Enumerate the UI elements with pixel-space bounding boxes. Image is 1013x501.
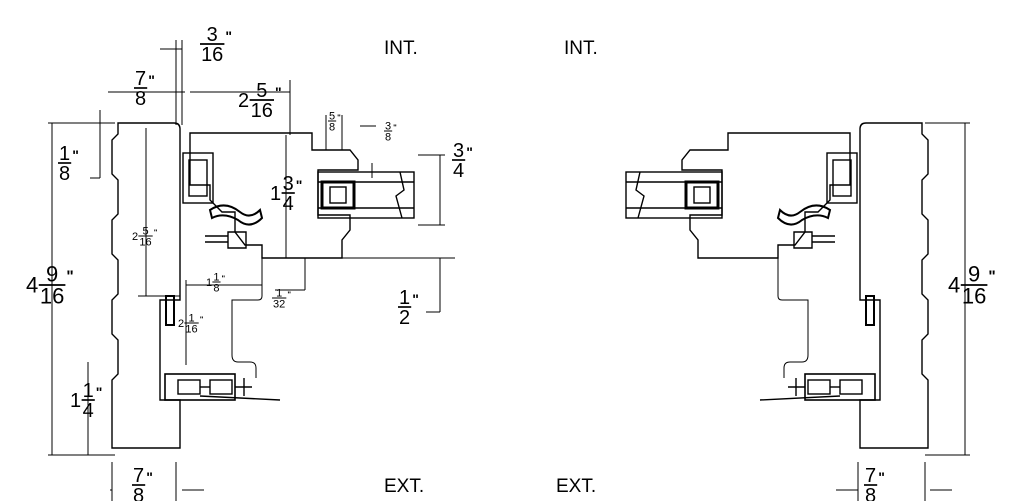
dimension-numerator: 1 bbox=[213, 271, 219, 283]
dimension-unit: " bbox=[393, 122, 397, 131]
dimension-numerator: 5 bbox=[256, 80, 267, 102]
dimension-denominator: 32 bbox=[273, 298, 285, 310]
dimension-gap: 132" bbox=[272, 287, 291, 310]
dimension-numerator: 3 bbox=[283, 173, 294, 195]
exterior-label-right: EXT. bbox=[556, 476, 596, 497]
dimension-unit: " bbox=[287, 289, 291, 298]
dimension-numerator: 3 bbox=[207, 24, 218, 46]
dimension-unit: " bbox=[337, 112, 341, 121]
dimension-denominator: 16 bbox=[185, 323, 197, 335]
interior-label-right: INT. bbox=[564, 38, 598, 59]
view-labels: INT. INT. EXT. EXT. bbox=[384, 38, 598, 497]
dimension-numerator: 1 bbox=[188, 312, 194, 324]
dimension-numerator: 3 bbox=[385, 120, 391, 132]
dimension-unit: " bbox=[146, 469, 153, 485]
dimension-whole: 2 bbox=[132, 231, 138, 243]
dimension-glass-thickness: 34" bbox=[452, 140, 473, 182]
dimension-numerator: 7 bbox=[133, 465, 144, 487]
dimension-whole: 4 bbox=[26, 273, 38, 298]
dimension-numerator: 9 bbox=[968, 262, 980, 287]
dimension-numerator: 3 bbox=[453, 140, 464, 162]
dimension-unit: " bbox=[878, 469, 885, 485]
right-dimension-lines bbox=[836, 122, 970, 501]
dimension-whole: 1 bbox=[70, 390, 81, 412]
dimension-denominator: 16 bbox=[139, 236, 151, 248]
interior-label-left: INT. bbox=[384, 38, 418, 59]
dimension-denominator: 4 bbox=[453, 160, 464, 182]
dimension-numerator: 1 bbox=[399, 287, 410, 309]
dimension-reveal-top: 18" bbox=[58, 143, 79, 185]
dimension-whole: 2 bbox=[238, 90, 249, 112]
dimension-unit: " bbox=[275, 84, 282, 100]
left-detail bbox=[111, 122, 415, 449]
left-wall-jamb bbox=[111, 122, 181, 449]
left-dimension-lines bbox=[48, 40, 455, 501]
left-frame-channel bbox=[182, 152, 214, 204]
dimension-denominator: 8 bbox=[329, 121, 335, 133]
dimension-whole: 4 bbox=[948, 273, 960, 298]
dimension-denominator: 4 bbox=[283, 193, 294, 215]
dimension-jamb-width-top: 78" bbox=[134, 68, 155, 110]
dimension-unit: " bbox=[225, 28, 232, 44]
dimension-unit: " bbox=[72, 147, 79, 163]
dimension-denominator: 16 bbox=[201, 44, 223, 66]
dimension-jamb-width-bottom-right: 78" bbox=[864, 465, 885, 501]
dimension-unit: " bbox=[154, 227, 158, 236]
dimension-numerator: 7 bbox=[135, 68, 146, 90]
dimension-denominator: 8 bbox=[213, 282, 219, 294]
dimension-unit: " bbox=[66, 269, 73, 286]
dimension-denominator: 8 bbox=[135, 88, 146, 110]
dimension-whole: 1 bbox=[270, 183, 281, 205]
dimension-unit: " bbox=[96, 384, 103, 400]
dimension-unit: " bbox=[466, 144, 473, 160]
left-lower-profile bbox=[231, 258, 263, 378]
exterior-label-left: EXT. bbox=[384, 476, 424, 497]
dimension-denominator: 2 bbox=[399, 307, 410, 329]
dimension-small-a: 58" bbox=[328, 110, 341, 133]
dimension-unit: " bbox=[988, 269, 995, 286]
dimension-numerator: 7 bbox=[865, 465, 876, 487]
dimension-unit: " bbox=[296, 177, 303, 193]
dimension-unit: " bbox=[412, 291, 419, 307]
dimension-denominator: 8 bbox=[865, 485, 876, 501]
left-weatherstrip bbox=[208, 204, 264, 226]
dimension-numerator: 5 bbox=[142, 225, 148, 237]
left-glass-break bbox=[395, 171, 405, 219]
dimension-jamb-width-bottom-left: 78" bbox=[132, 465, 153, 501]
dimension-unit: " bbox=[148, 72, 155, 88]
dimension-small-b: 38" bbox=[384, 120, 397, 143]
dimension-denominator: 8 bbox=[133, 485, 144, 501]
dimension-denominator: 8 bbox=[59, 163, 70, 185]
right-detail bbox=[625, 122, 929, 449]
dimension-unit: " bbox=[222, 273, 226, 282]
left-glazing-unit bbox=[317, 171, 415, 219]
dimension-numerator: 5 bbox=[329, 110, 335, 122]
dimension-numerator: 9 bbox=[46, 262, 58, 287]
dimension-numerator: 1 bbox=[59, 143, 70, 165]
dimension-denominator: 16 bbox=[251, 100, 273, 122]
dimension-denominator: 8 bbox=[385, 131, 391, 143]
dimension-whole: 2 bbox=[178, 318, 184, 330]
dimension-top-offset: 316" bbox=[200, 24, 232, 66]
dimension-sill-offset: 12" bbox=[398, 287, 419, 329]
left-latch bbox=[205, 231, 247, 249]
dimension-denominator: 16 bbox=[40, 284, 64, 309]
dimension-numerator: 1 bbox=[83, 380, 94, 402]
dimension-numerator: 1 bbox=[276, 287, 282, 299]
dimension-denominator: 16 bbox=[962, 284, 986, 309]
dimension-whole: 1 bbox=[206, 277, 212, 289]
dimension-denominator: 4 bbox=[83, 400, 94, 422]
dimension-unit: " bbox=[200, 314, 204, 323]
